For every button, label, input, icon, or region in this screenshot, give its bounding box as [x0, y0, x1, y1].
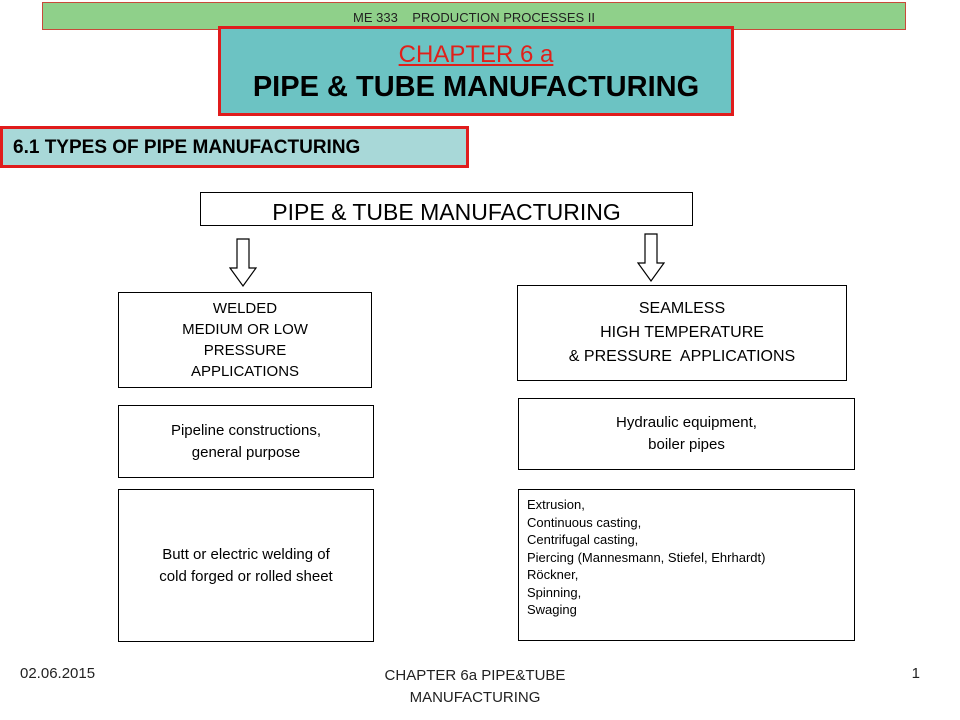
seamless-line: SEAMLESS	[638, 300, 726, 317]
seamless-methods-node: Extrusion, Continuous casting, Centrifug…	[518, 489, 855, 641]
seamless-applications-node: Hydraulic equipment, boiler pipes	[518, 398, 855, 470]
seamless-method-item: Centrifugal casting,	[527, 532, 639, 547]
welded-node: WELDED MEDIUM OR LOW PRESSURE APPLICATIO…	[118, 292, 372, 388]
welded-methods-node: Butt or electric welding of cold forged …	[118, 489, 374, 642]
seamless-use-line: Hydraulic equipment,	[616, 414, 757, 431]
welded-use-line: general purpose	[191, 443, 301, 461]
seamless-method-item: Spinning,	[527, 584, 582, 600]
course-banner: ME 333 PRODUCTION PROCESSES II	[42, 2, 906, 30]
welded-line: PRESSURE	[203, 342, 287, 359]
welded-method-line: Butt or electric welding of	[162, 545, 330, 563]
welded-line: APPLICATIONS	[190, 363, 300, 380]
chapter-title-box: CHAPTER 6 a PIPE & TUBE MANUFACTURING	[218, 26, 734, 116]
chapter-title: PIPE & TUBE MANUFACTURING	[252, 71, 700, 103]
root-node-label: PIPE & TUBE MANUFACTURING	[272, 199, 621, 225]
welded-applications-node: Pipeline constructions, general purpose	[118, 405, 374, 478]
diagram-root-node: PIPE & TUBE MANUFACTURING	[200, 192, 693, 226]
down-arrow-seamless	[637, 233, 665, 283]
seamless-method-item: Piercing (Mannesmann, Stiefel, Ehrhardt)	[527, 549, 766, 565]
seamless-node: SEAMLESS HIGH TEMPERATURE & PRESSURE APP…	[517, 285, 847, 381]
footer-title-line: CHAPTER 6a PIPE&TUBE	[384, 667, 566, 684]
seamless-method-item: Swaging	[527, 602, 577, 617]
course-label: ME 333 PRODUCTION PROCESSES II	[353, 10, 595, 25]
seamless-method-item: Röckner,	[527, 567, 579, 582]
seamless-method-item: Continuous casting,	[527, 514, 642, 530]
down-arrow-welded	[229, 238, 257, 288]
welded-line: MEDIUM OR LOW	[182, 321, 308, 338]
seamless-use-line: boiler pipes	[648, 436, 725, 453]
page-number: 1	[911, 665, 920, 682]
chapter-number: CHAPTER 6 a	[398, 41, 554, 68]
section-heading: 6.1 TYPES OF PIPE MANUFACTURING	[13, 137, 361, 158]
seamless-line: HIGH TEMPERATURE	[600, 324, 764, 341]
welded-method-line: cold forged or rolled sheet	[159, 567, 333, 585]
seamless-line: & PRESSURE APPLICATIONS	[568, 348, 796, 365]
section-heading-box: 6.1 TYPES OF PIPE MANUFACTURING	[0, 126, 469, 168]
welded-line: WELDED	[212, 300, 278, 317]
footer-title-line: MANUFACTURING	[409, 689, 541, 706]
footer-title: CHAPTER 6a PIPE&TUBE MANUFACTURING	[330, 665, 620, 709]
footer-date: 02.06.2015	[20, 665, 96, 682]
welded-use-line: Pipeline constructions,	[170, 421, 322, 439]
seamless-method-item: Extrusion,	[527, 497, 585, 512]
